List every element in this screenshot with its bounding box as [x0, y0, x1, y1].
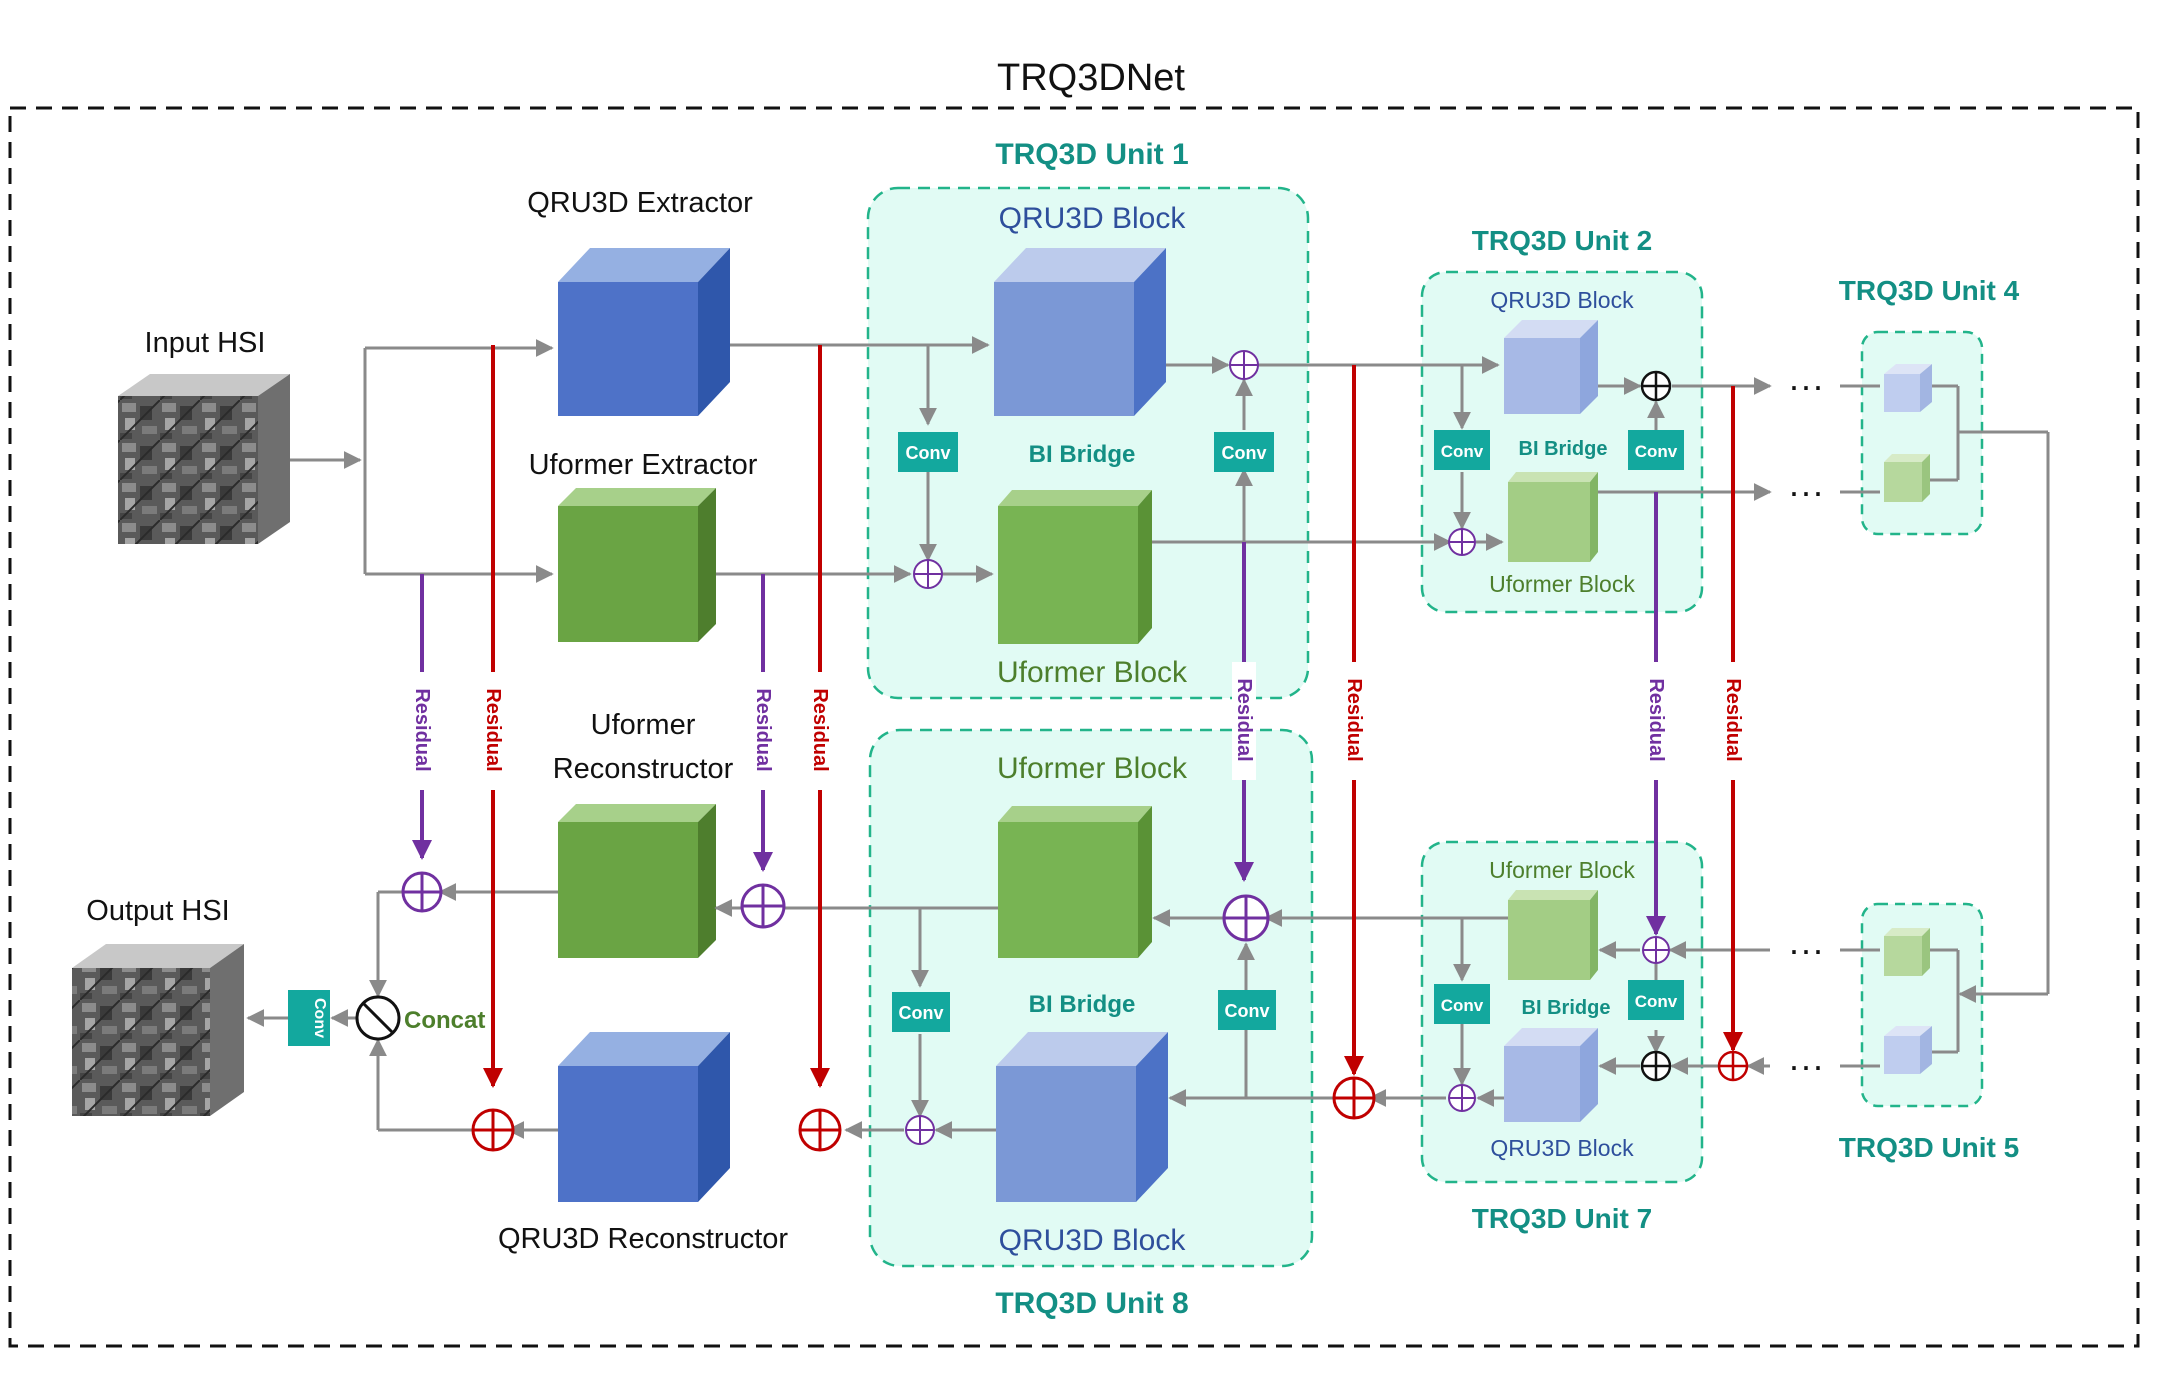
network-title: TRQ3DNet: [997, 57, 1185, 99]
u8-conv-right: Conv: [1218, 990, 1276, 1030]
u5-uformer-block: [1884, 928, 1930, 976]
sum-node-u1-uformer: [913, 559, 943, 589]
uformer-reconstructor-label-1: Uformer: [591, 709, 696, 741]
u4-uformer-block: [1884, 454, 1930, 502]
residual-label-purple-2: Residual: [752, 688, 774, 771]
uformer-extractor-label: Uformer Extractor: [529, 449, 758, 481]
u8-uformer-block-label: Uformer Block: [997, 752, 1188, 785]
sum-node-u8-qru-residual: [1332, 1076, 1376, 1120]
sum-node-u7-residual: [1640, 1050, 1672, 1082]
unit-2-title: TRQ3D Unit 2: [1472, 225, 1652, 256]
unit-5-title: TRQ3D Unit 5: [1839, 1132, 2019, 1163]
unit-8-box: [868, 728, 1314, 1268]
residual-label-red-2: Residual: [809, 688, 831, 771]
u4-qru3d-block: [1884, 364, 1932, 412]
residual-label-red-4: Residual: [1722, 678, 1744, 761]
svg-text:Conv: Conv: [1441, 442, 1484, 461]
unit-8-title: TRQ3D Unit 8: [995, 1287, 1188, 1320]
u7-uformer-block-label: Uformer Block: [1489, 857, 1635, 883]
svg-text:Conv: Conv: [1225, 1001, 1270, 1021]
u1-uformer-block-label: Uformer Block: [997, 656, 1188, 689]
svg-text:Conv: Conv: [906, 443, 951, 463]
u5-qru3d-block: [1884, 1026, 1932, 1074]
svg-text:Conv: Conv: [1222, 443, 1267, 463]
output-hsi-label: Output HSI: [86, 895, 229, 927]
u1-conv-right: Conv: [1214, 432, 1274, 472]
input-hsi-label: Input HSI: [145, 327, 266, 359]
ellipsis-u4-bottom: ···: [1788, 471, 1824, 512]
concat-node: [355, 995, 401, 1041]
svg-text:Conv: Conv: [311, 998, 328, 1038]
input-hsi-cube: [118, 374, 290, 544]
network-frame: [8, 106, 2140, 1348]
u7-uformer-block: [1508, 890, 1598, 980]
u2-conv-left: Conv: [1434, 430, 1490, 470]
unit-1-title: TRQ3D Unit 1: [995, 138, 1188, 171]
u7-conv-left: Conv: [1434, 984, 1490, 1024]
qru3d-extractor-block: [558, 248, 730, 416]
concat-label: Concat: [404, 1007, 485, 1034]
sum-node-uformer-reconstructor-out: [401, 871, 443, 913]
qru3d-extractor-label: QRU3D Extractor: [527, 187, 753, 219]
sum-node-u7-red: [1717, 1050, 1749, 1082]
u8-qru3d-block-label: QRU3D Block: [999, 1224, 1187, 1257]
residual-label-red-3: Residual: [1343, 678, 1365, 761]
u8-qru3d-block: [996, 1032, 1168, 1202]
sum-node-u2-qru: [1640, 370, 1672, 402]
u7-conv-right: Conv: [1628, 980, 1684, 1020]
ellipsis-u5-bottom: ···: [1788, 1045, 1824, 1086]
svg-text:Conv: Conv: [1441, 996, 1484, 1015]
uformer-reconstructor-label-2: Reconstructor: [553, 753, 734, 785]
sum-node-uformer-reconstructor-in: [740, 883, 786, 929]
u1-qru3d-block-label: QRU3D Block: [999, 202, 1187, 235]
unit-7-title: TRQ3D Unit 7: [1472, 1203, 1652, 1234]
u2-uformer-block-label: Uformer Block: [1489, 571, 1635, 597]
sum-node-u2-uformer: [1448, 528, 1476, 556]
qru3d-reconstructor-label: QRU3D Reconstructor: [498, 1223, 788, 1255]
u2-uformer-block: [1508, 472, 1598, 562]
u8-bi-bridge-label: BI Bridge: [1029, 991, 1136, 1018]
residual-label-purple-3: Residual: [1233, 678, 1255, 761]
u2-qru3d-block-label: QRU3D Block: [1490, 287, 1634, 313]
residual-label-red-1: Residual: [482, 688, 504, 771]
uformer-reconstructor-block: [558, 804, 716, 958]
uformer-extractor-block: [558, 488, 716, 642]
sum-node-u1-qru: [1229, 350, 1259, 380]
u8-conv-left: Conv: [892, 992, 950, 1032]
residual-label-purple-4: Residual: [1645, 678, 1667, 761]
unit-4-title: TRQ3D Unit 4: [1839, 275, 2020, 306]
u2-conv-right: Conv: [1628, 430, 1684, 470]
connectors: [246, 336, 2050, 1139]
u1-uformer-block: [998, 490, 1152, 644]
ellipsis-u5-top: ···: [1788, 929, 1824, 970]
residual-label-purple-1: Residual: [411, 688, 433, 771]
sum-node-qru3d-reconstructor-in: [798, 1108, 842, 1152]
sum-node-qru3d-reconstructor-out: [471, 1108, 515, 1152]
output-hsi-cube: [72, 944, 244, 1116]
svg-text:Conv: Conv: [1635, 992, 1678, 1011]
u7-bi-bridge-label: BI Bridge: [1522, 997, 1611, 1019]
u8-uformer-block: [998, 806, 1152, 958]
u7-qru3d-block: [1504, 1028, 1598, 1122]
sum-node-u7-uformer: [1642, 936, 1670, 964]
u2-qru3d-block: [1504, 320, 1598, 414]
u1-bi-bridge-label: BI Bridge: [1029, 441, 1136, 468]
svg-text:Conv: Conv: [899, 1003, 944, 1023]
u2-bi-bridge-label: BI Bridge: [1519, 438, 1608, 460]
u1-qru3d-block: [994, 248, 1166, 416]
sum-node-u8-uformer: [1222, 894, 1270, 942]
u1-conv-left: Conv: [898, 432, 958, 472]
sum-node-u7-qru: [1448, 1084, 1476, 1112]
qru3d-reconstructor-block: [558, 1032, 730, 1202]
u7-qru3d-block-label: QRU3D Block: [1490, 1135, 1634, 1161]
svg-text:Conv: Conv: [1635, 442, 1678, 461]
ellipsis-u4-top: ···: [1788, 365, 1824, 406]
sum-node-u8-qru: [905, 1115, 935, 1145]
output-conv: Conv: [288, 990, 330, 1046]
